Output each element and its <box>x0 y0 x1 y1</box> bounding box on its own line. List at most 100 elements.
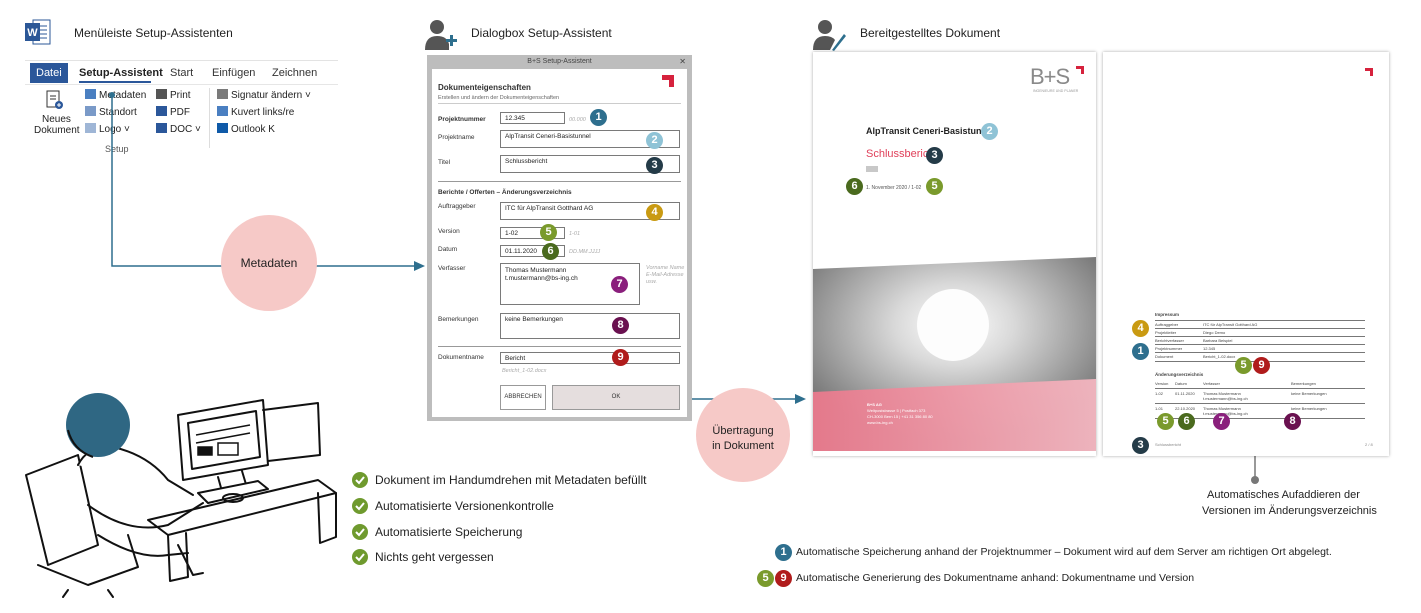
transfer-circle-label-2: in Dokument <box>696 440 790 452</box>
verfasser-name: Thomas Mustermann <box>505 267 635 275</box>
badge-1: 1 <box>590 109 607 126</box>
transfer-circle-label-1: Übertragung <box>696 425 790 437</box>
badge-2: 2 <box>981 123 998 140</box>
hint-version: 1-01 <box>569 231 580 237</box>
changes-cell: 01.11.2020 <box>1175 391 1195 396</box>
impressum-key: Auftraggeber <box>1155 322 1178 327</box>
changes-cell: keine Bemerkungen <box>1291 391 1327 396</box>
label-dokumentname: Dokumentname <box>438 354 484 361</box>
ok-button[interactable]: OK <box>552 385 680 410</box>
dokumentname-field[interactable]: Bericht <box>500 352 680 364</box>
changes-cell: t.mustermann@bs-ing.ch <box>1203 396 1248 401</box>
badge-9: 9 <box>612 349 629 366</box>
doc-logo-mark-icon <box>1076 66 1085 75</box>
badge-3: 3 <box>1132 437 1149 454</box>
label-titel: Titel <box>438 159 450 166</box>
badge-6: 6 <box>1178 413 1195 430</box>
badge-9: 9 <box>1253 357 1270 374</box>
impressum-value: ITC für AlpTransit Gotthard AG <box>1203 322 1257 327</box>
separator <box>438 181 681 182</box>
impressum-value: Bericht_1-02.docx <box>1203 354 1235 359</box>
tunnel-photo <box>813 257 1096 451</box>
check-icon <box>352 472 368 488</box>
doc-title-bar <box>866 166 878 172</box>
doc-footer-line: CH-3000 Bern 15 | +41 31 356 80 80 <box>867 414 933 419</box>
badge-4: 4 <box>1132 320 1149 337</box>
label-auftraggeber: Auftraggeber <box>438 203 476 210</box>
badge-5: 5 <box>540 224 557 241</box>
badge-8: 8 <box>1284 413 1301 430</box>
hint-verfasser-3: usw. <box>646 279 657 285</box>
cover-page: B+S INGENIEURE UND PLANER AlpTransit Cen… <box>813 52 1096 456</box>
changes-title: Änderungsverzeichnis <box>1155 372 1203 377</box>
changes-header-cell: Datum <box>1175 381 1187 386</box>
badge-5: 5 <box>926 178 943 195</box>
impressum-key: Projektleiter <box>1155 330 1176 335</box>
benefit-text: Automatisierte Speicherung <box>375 525 522 539</box>
changes-header-cell: Bemerkungen <box>1291 381 1316 386</box>
badge-3: 3 <box>926 147 943 164</box>
doc-footer-line: Weltpoststrasse 5 | Postfach 373 <box>867 408 925 413</box>
impressum-page: Impressum Auftraggeber ITC für AlpTransi… <box>1103 52 1389 456</box>
impressum-key: Berichtverfasser <box>1155 338 1184 343</box>
user-add-icon <box>423 18 457 52</box>
hint-projektnummer: 00.000 <box>569 117 586 123</box>
cancel-button[interactable]: ABBRECHEN <box>500 385 546 410</box>
badge-1: 1 <box>1132 343 1149 360</box>
separator <box>438 346 681 347</box>
impressum-value: Diego Demo <box>1203 330 1225 335</box>
bemerkungen-field[interactable]: keine Bemerkungen <box>500 313 680 339</box>
benefit-text: Automatisierte Versionenkontrolle <box>375 499 554 513</box>
hint-verfasser-2: E-Mail-Adresse <box>646 272 684 278</box>
changes-cell: keine Bemerkungen <box>1291 406 1327 411</box>
impressum-value: Barbara Beispiel <box>1203 338 1232 343</box>
badge-4: 4 <box>646 204 663 221</box>
doc-logo-mark-icon <box>1365 68 1374 77</box>
doc-project: AlpTransit Ceneri-Basistunnel <box>866 126 995 136</box>
badge-8: 8 <box>612 317 629 334</box>
impressum-key: Dokument <box>1155 354 1173 359</box>
badge-3: 3 <box>646 157 663 174</box>
cancel-label: ABBRECHEN <box>504 394 541 400</box>
impressum-value: 12.345 <box>1203 346 1215 351</box>
aufaddieren-note-2: Versionen im Änderungsverzeichnis <box>1202 505 1377 517</box>
hint-datum: DD.MM.JJJJ <box>569 249 600 255</box>
ok-label: OK <box>612 394 621 400</box>
badge-2: 2 <box>646 132 663 149</box>
projektnummer-field[interactable]: 12.345 <box>500 112 565 124</box>
hint-dokumentname: Bericht_1-02.docx <box>502 368 546 374</box>
check-icon <box>352 549 368 565</box>
check-icon <box>352 524 368 540</box>
aufaddieren-note-1: Automatisches Aufaddieren der <box>1207 489 1360 501</box>
changes-header-cell: Verfasser <box>1203 381 1220 386</box>
badge-1: 1 <box>775 544 792 561</box>
badge-9: 9 <box>775 570 792 587</box>
changes-row: 1-02 01.11.2020 Thomas Mustermann t.must… <box>1155 390 1365 404</box>
section-subtitle: Erstellen und ändern der Dokumenteigensc… <box>438 95 559 101</box>
doc-logo-sub: INGENIEURE UND PLANER <box>1033 89 1078 93</box>
doc-footer-line: B+S AG <box>867 402 882 407</box>
label-berichte: Berichte / Offerten – Änderungsverzeichn… <box>438 189 572 196</box>
changes-header-cell: Version <box>1155 381 1168 386</box>
impressum-key: Projektnummer <box>1155 346 1182 351</box>
metadaten-circle-label: Metadaten <box>221 256 317 270</box>
note-docname: Automatische Generierung des Dokumentnam… <box>796 572 1194 584</box>
benefit-text: Dokument im Handumdrehen mit Metadaten b… <box>375 473 646 487</box>
badge-5: 5 <box>1235 357 1252 374</box>
person-at-computer-illustration <box>18 385 348 600</box>
close-icon[interactable]: ✕ <box>679 57 686 66</box>
changes-cell: 1-01 <box>1155 406 1163 411</box>
dialog-heading: Dialogbox Setup-Assistent <box>471 26 612 40</box>
impressum-title: Impressum <box>1155 312 1179 317</box>
badge-5: 5 <box>1157 413 1174 430</box>
changes-cell: 22.10.2020 <box>1175 406 1195 411</box>
badge-6: 6 <box>542 243 559 260</box>
check-icon <box>352 498 368 514</box>
doc-logo: B+S <box>1030 64 1069 90</box>
badge-6: 6 <box>846 178 863 195</box>
badge-7: 7 <box>611 276 628 293</box>
dialog-title: B+S Setup-Assistent <box>427 55 692 69</box>
section-title: Dokumenteigenschaften <box>438 83 531 92</box>
changes-header: Version Datum Verfasser Bemerkungen <box>1155 381 1365 389</box>
badge-5: 5 <box>757 570 774 587</box>
